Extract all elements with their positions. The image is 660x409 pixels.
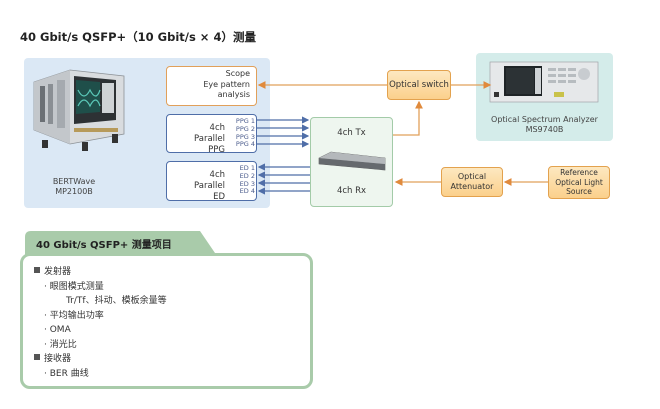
optical-attenuator-box: Optical Attenuator <box>441 167 503 197</box>
osa-model: MS9740B <box>525 125 564 134</box>
measurement-tab-title: 40 Gbit/s QSFP+ 测量项目 <box>36 240 172 251</box>
item-text: 接收器 <box>44 354 72 364</box>
light-source-label-line1: Reference <box>560 168 598 178</box>
analysis-label: analysis <box>217 90 250 99</box>
attenuator-label-line2: Attenuator <box>450 182 494 191</box>
optical-switch-box: Optical switch <box>387 70 451 100</box>
tx-to-switch-arrow <box>393 100 423 136</box>
ed-box: 4ch Parallel ED ED 1 ED 2 ED 3 ED 4 <box>166 161 257 202</box>
measurement-item: · OMA <box>44 325 71 335</box>
ppg-channel-4: PPG 4 <box>235 140 255 149</box>
measurement-tab <box>25 231 225 257</box>
tx-label: 4ch Tx <box>337 128 366 138</box>
ppg-channel-2: PPG 2 <box>235 124 255 133</box>
measurement-items-list: 发射器 · 眼图模式测量 Tr/Tf、抖动、模板余量等 · 平均输出功率 · O… <box>34 265 167 381</box>
light-source-label-line3: Source <box>566 187 592 197</box>
ppg-label-line1: 4ch Parallel <box>194 123 225 144</box>
ed-channel-3: ED 3 <box>239 179 255 188</box>
ppg-channel-1: PPG 1 <box>235 117 255 125</box>
bertwave-device-image <box>33 69 125 151</box>
measurement-item: Tr/Tf、抖动、模板余量等 <box>66 296 167 306</box>
bullet-square-icon <box>34 354 40 360</box>
ed-channel-4: ED 4 <box>239 187 255 196</box>
ppg-box: 4ch Parallel PPG PPG 1 PPG 2 PPG 3 PPG 4 <box>166 114 257 155</box>
measurement-item: · 消光比 <box>44 339 77 350</box>
bullet-square-icon <box>34 267 40 273</box>
attenuator-label-line1: Optical <box>457 172 487 181</box>
ed-label-line1: 4ch Parallel <box>194 170 225 191</box>
measurement-item: · 眼图模式测量 <box>44 281 104 292</box>
bertwave-model: MP2100B <box>55 187 93 196</box>
reference-light-source-box: Reference Optical Light Source <box>548 166 610 199</box>
measurement-item: 发射器 <box>34 265 167 280</box>
osa-device-image <box>489 61 599 103</box>
rx-label: 4ch Rx <box>336 186 367 196</box>
ed-channel-1: ED 1 <box>239 164 255 172</box>
measurement-item: · 平均输出功率 <box>44 310 104 321</box>
light-source-label-line2: Optical Light <box>555 177 603 187</box>
ppg-label-line2: PPG <box>208 145 225 155</box>
measurement-item: 接收器 <box>34 352 167 367</box>
ed-label-line2: ED <box>213 192 225 202</box>
eye-pattern-label: Eye pattern <box>203 79 250 89</box>
scope-eye-pattern-box: Scope Eye pattern analysis <box>166 66 257 106</box>
page-title: 40 Gbit/s QSFP+（10 Gbit/s × 4）测量 <box>20 30 256 44</box>
measurement-item: · BER 曲线 <box>44 368 89 379</box>
osa-name: Optical Spectrum Analyzer <box>491 115 598 124</box>
dut-qsfp-box: 4ch Tx 4ch Rx <box>310 117 393 207</box>
ed-channel-2: ED 2 <box>239 171 255 180</box>
item-text: 发射器 <box>44 267 72 277</box>
measurement-items-box <box>20 253 313 389</box>
ppg-channel-3: PPG 3 <box>235 132 255 141</box>
bertwave-name: BERTWave <box>52 177 96 186</box>
qsfp-module-icon <box>318 151 386 171</box>
scope-label: Scope <box>225 69 250 78</box>
